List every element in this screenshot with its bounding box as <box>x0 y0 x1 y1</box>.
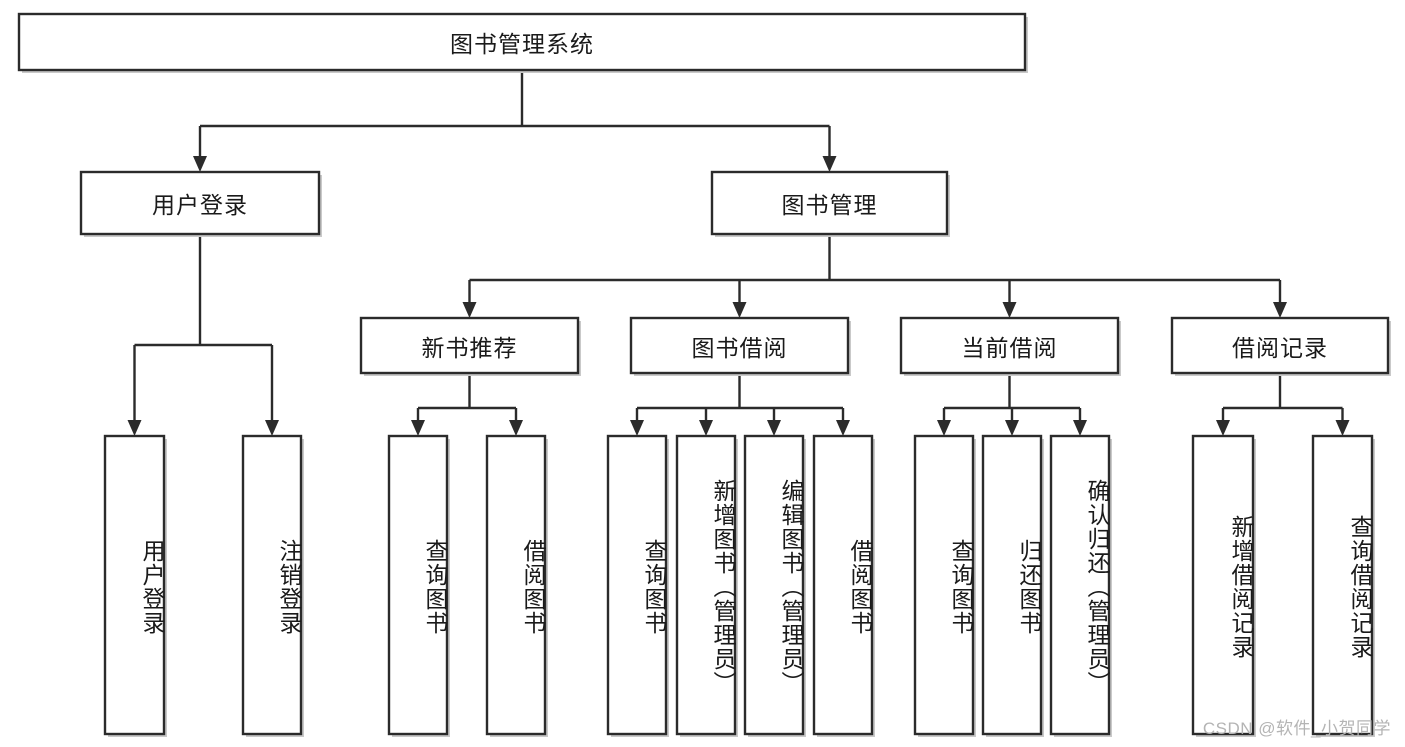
arrow-head-current <box>1002 302 1017 318</box>
node-box-leaf-record-query[interactable] <box>1311 434 1374 736</box>
arrow-head-newbook <box>462 302 477 318</box>
node-box-leaf-logout[interactable] <box>241 434 303 736</box>
node-box-bookmgmt[interactable] <box>710 170 949 236</box>
arrow-head-bookmgmt <box>822 156 837 172</box>
arrow-head-leaf-borrow-do <box>836 420 850 436</box>
arrow-head-record <box>1273 302 1287 318</box>
node-box-leaf-newbook-query[interactable] <box>387 434 449 736</box>
arrow-head-leaf-record-add <box>1216 420 1230 436</box>
arrow-head-leaf-borrow-query <box>630 420 644 436</box>
node-box-leaf-borrow-add[interactable] <box>675 434 737 736</box>
node-box-record[interactable] <box>1170 316 1390 375</box>
edges-layer <box>127 70 1350 436</box>
arrow-head-leaf-borrow-edit <box>767 420 781 436</box>
node-box-leaf-borrow-query[interactable] <box>606 434 668 736</box>
node-box-leaf-user-login[interactable] <box>103 434 166 736</box>
node-box-leaf-borrow-edit[interactable] <box>743 434 805 736</box>
node-box-current[interactable] <box>899 316 1120 375</box>
arrow-head-leaf-borrow-add <box>699 420 713 436</box>
node-box-leaf-record-add[interactable] <box>1191 434 1255 736</box>
arrow-head-leaf-current-query <box>937 420 951 436</box>
arrow-head-borrow <box>732 302 747 318</box>
node-box-root[interactable] <box>17 12 1027 72</box>
arrow-head-leaf-user-login <box>127 420 142 436</box>
arrow-head-leaf-current-confirm <box>1073 420 1087 436</box>
arrow-head-leaf-record-query <box>1335 420 1350 436</box>
node-box-login[interactable] <box>79 170 321 236</box>
arrow-head-leaf-current-return <box>1005 420 1019 436</box>
node-box-leaf-current-confirm[interactable] <box>1049 434 1111 736</box>
node-box-newbook[interactable] <box>359 316 580 375</box>
arrow-head-login <box>193 156 207 172</box>
nodes-layer <box>17 12 1391 737</box>
node-box-leaf-borrow-do[interactable] <box>812 434 874 736</box>
node-box-borrow[interactable] <box>629 316 850 375</box>
arrow-head-leaf-newbook-borrow <box>509 420 523 436</box>
node-box-leaf-current-return[interactable] <box>981 434 1043 736</box>
arrow-head-leaf-logout <box>265 420 279 436</box>
node-box-leaf-newbook-borrow[interactable] <box>485 434 547 736</box>
node-box-leaf-current-query[interactable] <box>913 434 975 736</box>
arrow-head-leaf-newbook-query <box>411 420 425 436</box>
